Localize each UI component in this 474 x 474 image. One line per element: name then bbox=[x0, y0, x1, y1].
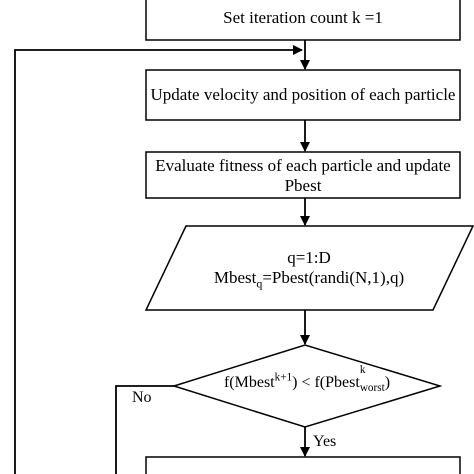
evaluate-fitness-line1: Evaluate fitness of each particle and up… bbox=[155, 156, 451, 175]
mbest-label: q=1:D Mbestq=Pbest(randi(N,1),q) bbox=[186, 248, 432, 290]
condition-part2: ) < f(Pbest bbox=[292, 374, 360, 391]
yes-edge-label: Yes bbox=[313, 433, 337, 450]
mbest-line2-suffix: =Pbest(randi(N,1),q) bbox=[262, 267, 405, 287]
condition-label: f(Mbestk+1) < f(Pbestkworst) bbox=[194, 364, 420, 395]
mbest-line2: Mbestq=Pbest(randi(N,1),q) bbox=[186, 267, 432, 290]
mbest-line2-prefix: Mbest bbox=[213, 267, 257, 287]
evaluate-fitness-label: Evaluate fitness of each particle and up… bbox=[146, 156, 460, 195]
mbest-line2-subscript: q bbox=[256, 275, 263, 290]
loop-back-line bbox=[14, 45, 303, 474]
condition-sup1: k+1 bbox=[274, 371, 293, 384]
no-edge-label: No bbox=[132, 389, 152, 406]
condition-part1: f(Mbest bbox=[223, 374, 275, 391]
condition-diamond bbox=[171, 344, 443, 428]
condition-subsup: kworst bbox=[359, 364, 385, 395]
mbest-line1: q=1:D bbox=[287, 248, 331, 267]
no-branch-line bbox=[115, 385, 174, 474]
evaluate-fitness-line2: Pbest bbox=[284, 175, 322, 195]
condition-part3: ) bbox=[384, 374, 391, 391]
update-velocity-label: Update velocity and position of each par… bbox=[150, 85, 456, 104]
update-velocity-box bbox=[145, 69, 461, 121]
set-iteration-box bbox=[145, 0, 461, 41]
mbest-parallelogram bbox=[144, 225, 474, 311]
evaluate-fitness-box bbox=[145, 151, 461, 199]
set-iteration-label: Set iteration count k =1 bbox=[223, 8, 383, 27]
condition-sub2: worst bbox=[359, 382, 385, 395]
next-step-box bbox=[145, 456, 461, 474]
